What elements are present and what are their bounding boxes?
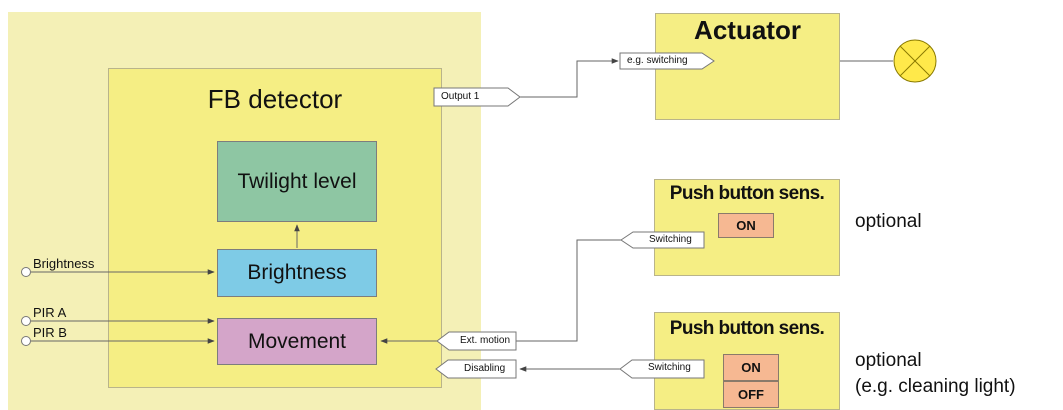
- lamp-icon: [893, 39, 937, 83]
- pb2-switching-tag-shape: [619, 359, 705, 379]
- push-button-sensor-2-title: Push button sens.: [669, 318, 825, 339]
- brightness-input-terminal: [21, 267, 31, 277]
- pir-a-input-label: PIR A: [33, 305, 67, 320]
- brightness-input-label: Brightness: [33, 256, 95, 271]
- movement-block: Movement: [217, 318, 377, 365]
- push-button-2-note-extra: (e.g. cleaning light): [855, 376, 1016, 397]
- pir-b-input-terminal: [21, 336, 31, 346]
- output1-tag: Output 1: [441, 91, 480, 102]
- pb2-switching-tag: Switching: [648, 362, 691, 373]
- push-button-sensor-1-title: Push button sens.: [669, 183, 825, 204]
- pir-b-input-label: PIR B: [33, 325, 67, 340]
- pir-a-input-terminal: [21, 316, 31, 326]
- push-button-2-off: OFF: [723, 381, 779, 408]
- push-button-2-note: optional: [855, 350, 922, 371]
- push-button-2-on: ON: [723, 354, 779, 381]
- output1-to-actuator-wire: [520, 58, 619, 98]
- output1-tag-shape: [433, 87, 521, 107]
- pb1-switching-tag: Switching: [649, 234, 692, 245]
- ext-motion-tag: Ext. motion: [460, 335, 511, 346]
- push-button-1-on: ON: [718, 213, 774, 238]
- disabling-tag-shape: [435, 359, 517, 379]
- twilight-level-block: Twilight level: [217, 141, 377, 222]
- actuator-input-tag-shape: [619, 52, 715, 70]
- actuator-input-tag: e.g. switching: [627, 55, 688, 66]
- push-button-1-note: optional: [855, 211, 922, 232]
- switching-to-ext-motion-wire: [516, 239, 621, 342]
- brightness-block: Brightness: [217, 249, 377, 297]
- actuator-title: Actuator: [694, 15, 801, 45]
- ext-motion-tag-shape: [436, 331, 517, 351]
- fb-detector-title: FB detector: [207, 84, 343, 114]
- disabling-tag: Disabling: [464, 363, 506, 374]
- pb1-switching-tag-shape: [620, 231, 705, 249]
